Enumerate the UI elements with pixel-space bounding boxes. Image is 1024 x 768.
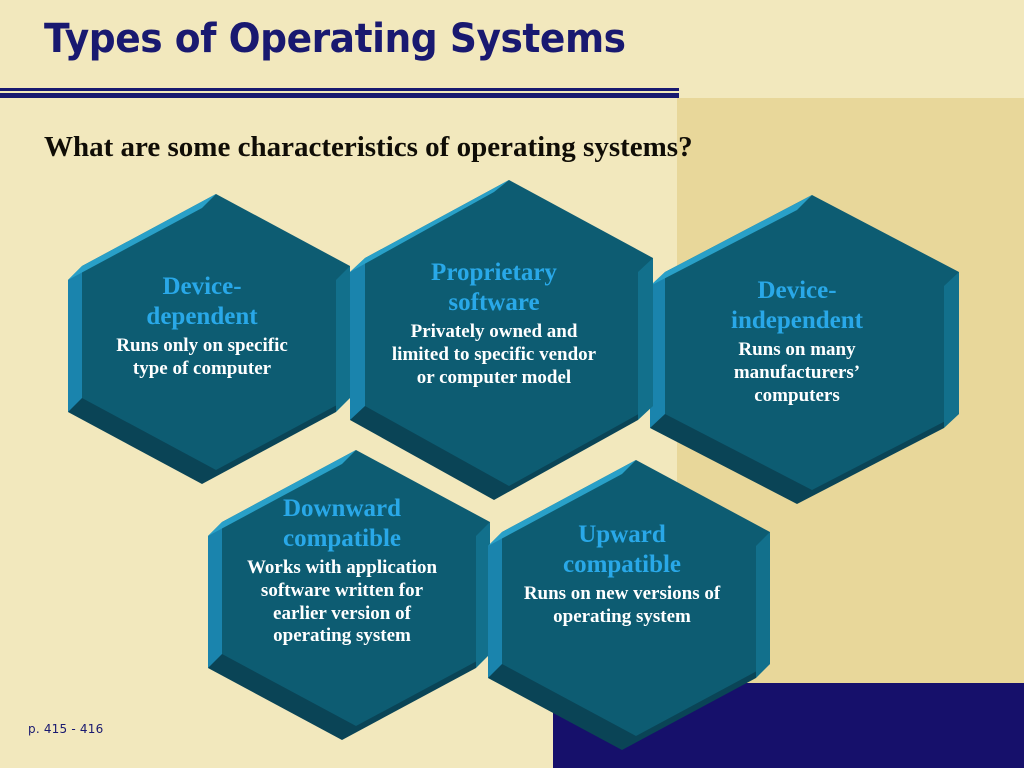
hexagon-proprietary-software[interactable]: Proprietary software Privately owned and… [334, 180, 654, 500]
hexagon-shape [68, 194, 350, 484]
divider-line-top [0, 88, 679, 91]
page-title: Types of Operating Systems [44, 16, 626, 62]
hexagon-shape [488, 460, 770, 750]
hexagon-device-dependent[interactable]: Device- dependent Runs only on specific … [52, 192, 352, 484]
hexagon-shape [650, 195, 959, 504]
slide-question: What are some characteristics of operati… [44, 131, 693, 163]
hexagon-shape [208, 450, 490, 740]
divider-line-gap [0, 91, 679, 93]
hexagon-upward-compatible[interactable]: Upward compatible Runs on new versions o… [472, 458, 772, 750]
footer-page-reference: p. 415 - 416 [28, 722, 104, 736]
title-divider-rule [0, 88, 679, 98]
hexagon-shape [350, 180, 653, 500]
divider-line-bottom [0, 93, 679, 98]
hexagon-device-independent[interactable]: Device- independent Runs on many manufac… [632, 192, 962, 504]
